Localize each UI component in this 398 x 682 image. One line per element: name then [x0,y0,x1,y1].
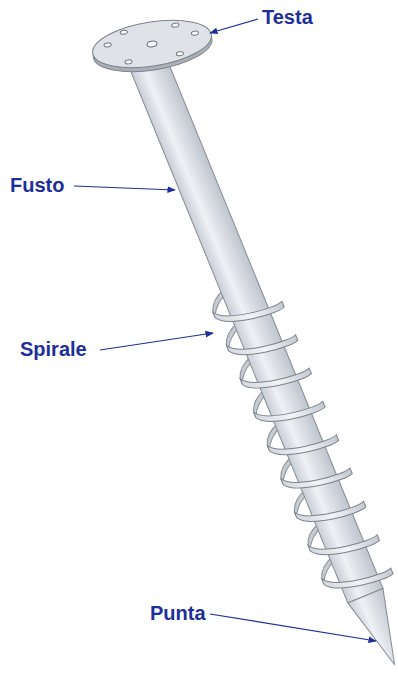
spiral-flight [213,287,285,334]
part-label: Spirale [20,338,87,360]
leader-line [100,333,213,350]
part-label: Punta [150,602,206,624]
spiral-flight [240,353,312,400]
spiral-flight [267,420,339,467]
shaft [121,33,383,603]
spiral-flight [254,387,326,434]
spiral-flight [295,487,367,534]
spiral-flight [281,453,353,500]
head-plate [89,13,215,79]
tip-cone [348,589,398,673]
spiral-flight [308,520,380,567]
leader-line [210,19,258,33]
leader-line [74,186,175,190]
leader-line [210,614,376,641]
spiral-flight [227,320,299,367]
part-label: Fusto [10,174,64,196]
part-label: Testa [262,6,313,28]
leader-lines [74,19,376,641]
spiral-flight [322,553,394,600]
plate-holes [102,19,201,67]
screw-body [107,27,398,678]
spiral-front [213,287,394,601]
